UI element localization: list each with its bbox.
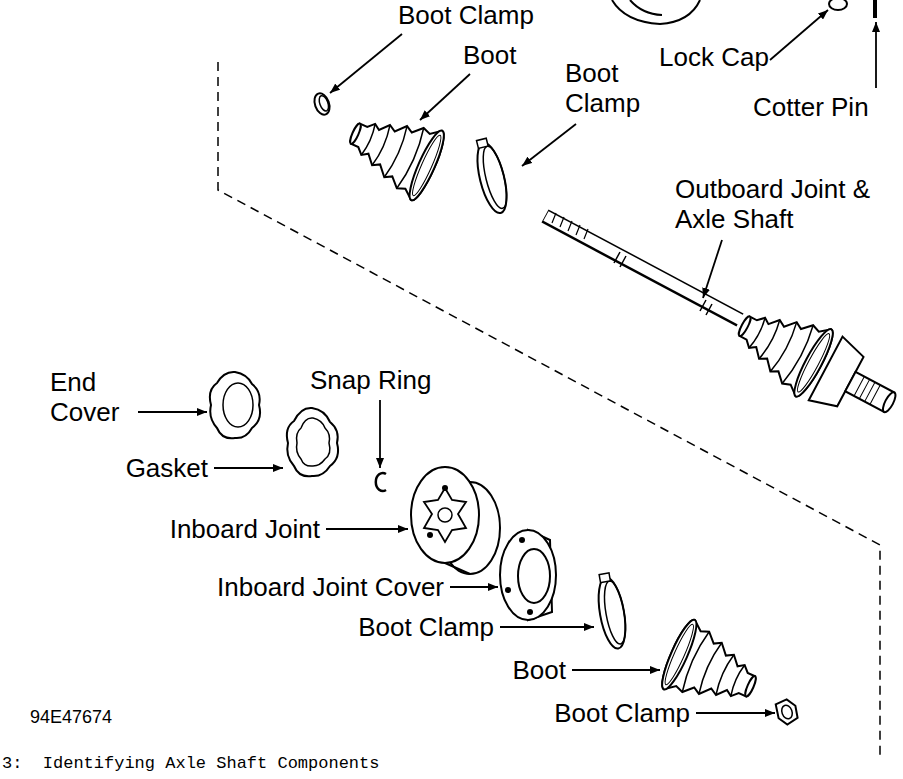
end-cover: [210, 372, 260, 438]
part-label: Boot: [513, 655, 567, 685]
part-label: Boot Clamp: [565, 58, 655, 118]
part-label: End Cover: [50, 367, 132, 427]
part-label: Gasket: [126, 453, 208, 483]
boot-clamp: [471, 136, 513, 216]
leader-arrows: [138, 10, 876, 713]
part-label: Inboard Joint: [170, 514, 320, 544]
gasket: [287, 408, 338, 476]
part-label: Boot Clamp: [358, 612, 494, 642]
part-label: Boot Clamp: [398, 0, 534, 30]
figure-caption: 3: Identifying Axle Shaft Components: [2, 754, 379, 774]
part-label: Lock Cap: [659, 42, 769, 72]
cotter-pin: [873, 0, 877, 18]
part-label: Inboard Joint Cover: [217, 572, 444, 602]
hub-fragment: [612, 0, 700, 24]
outboard-joint: [809, 337, 903, 436]
boot: [337, 98, 449, 204]
small-boot-clamp: [312, 91, 333, 116]
part-label: Snap Ring: [310, 365, 431, 395]
part-label: Boot: [463, 40, 517, 70]
group-outline: [218, 62, 880, 760]
part-label: Outboard Joint & Axle Shaft: [675, 174, 890, 234]
small-boot-clamp: [773, 697, 800, 726]
lock-cap: [829, 0, 847, 10]
inboard-joint-cover: [500, 530, 556, 620]
inboard-joint: [411, 467, 500, 574]
snap-ring: [376, 473, 386, 491]
part-label: Cotter Pin: [753, 92, 869, 122]
figure-number: 94E47674: [30, 706, 112, 728]
boot-clamp: [593, 572, 630, 651]
part-label: Boot Clamp: [554, 698, 690, 728]
